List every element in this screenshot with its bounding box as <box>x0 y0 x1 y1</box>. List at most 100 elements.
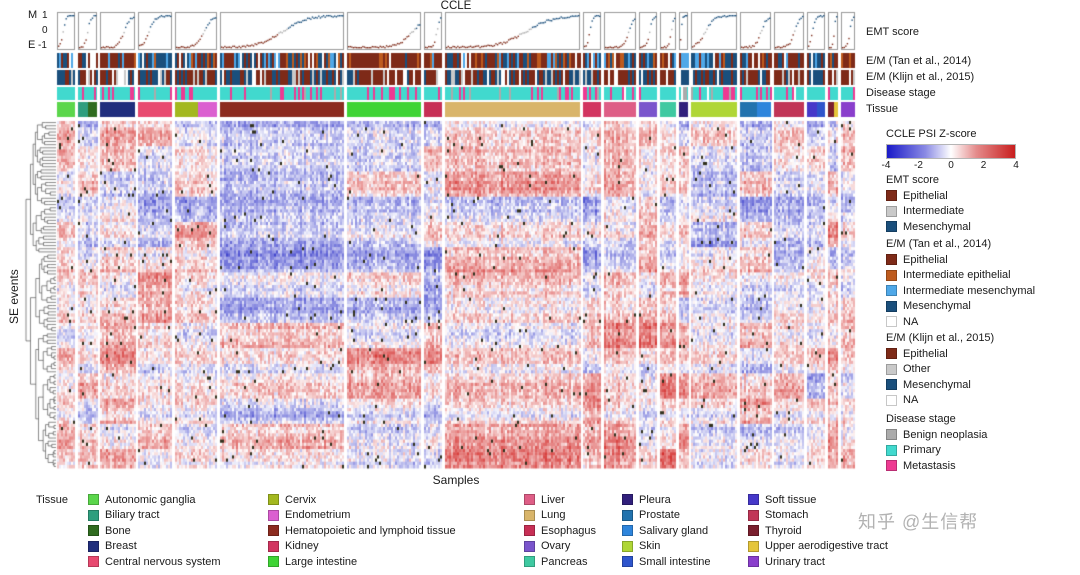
legend-item: Mesenchymal <box>886 377 994 393</box>
legend-swatch <box>886 316 897 328</box>
legend-item-label: Epithelial <box>903 347 948 360</box>
legend-swatch <box>88 556 99 568</box>
legend-item-label: Esophagus <box>541 524 597 537</box>
legend-item-label: Epithelial <box>903 189 948 202</box>
legend-item-label: Metastasis <box>903 459 956 472</box>
legend-swatch <box>748 556 759 568</box>
legend-swatch <box>524 540 535 552</box>
legend-item-label: Bone <box>105 524 131 537</box>
legend-swatch <box>886 300 897 312</box>
legend-item-label: Epithelial <box>903 253 948 266</box>
legend-item: Large intestine <box>268 554 456 570</box>
legend-item-label: Large intestine <box>285 555 358 568</box>
legend-item-label: Mesenchymal <box>903 220 971 233</box>
legend-item: Cervix <box>268 492 456 508</box>
legend-swatch <box>622 494 633 506</box>
legend-item: Urinary tract <box>748 554 888 570</box>
legend-item-label: Intermediate <box>903 205 965 218</box>
legend-item-label: Kidney <box>285 540 319 553</box>
legend-swatch <box>88 525 99 537</box>
legend-item-label: Small intestine <box>639 555 711 568</box>
legend-item-label: Pancreas <box>541 555 588 568</box>
legend-swatch <box>524 509 535 521</box>
legend-swatch <box>886 254 897 266</box>
legend-item-label: Skin <box>639 540 661 553</box>
legend-item: Benign neoplasia <box>886 427 987 443</box>
watermark: 知乎 @生信帮 <box>858 512 979 532</box>
legend-swatch <box>886 460 897 472</box>
track-label-em-klijn: E/M (Klijn et al., 2015) <box>866 71 975 83</box>
legend-item: Autonomic ganglia <box>88 492 221 508</box>
legend-swatch <box>268 525 279 537</box>
emt-axis-tick-1: 1 <box>42 10 48 21</box>
legend-item: Central nervous system <box>88 554 221 570</box>
legend-swatch <box>886 269 897 281</box>
legend-swatch <box>88 509 99 521</box>
legend-item-label: Stomach <box>765 509 809 522</box>
legend-item-label: Ovary <box>541 540 571 553</box>
legend-item-label: Endometrium <box>285 509 351 522</box>
legend-item-label: Salivary gland <box>639 524 709 537</box>
colorbar-tick: 0 <box>948 160 954 171</box>
legend-item: Primary <box>886 443 987 459</box>
legend-title: E/M (Tan et al., 2014) <box>886 238 992 250</box>
legend-swatch <box>886 348 897 360</box>
legend-item-label: Central nervous system <box>105 555 221 568</box>
legend-item: Epithelial <box>886 346 994 362</box>
legend-item: Other <box>886 362 994 378</box>
legend-swatch <box>886 285 897 297</box>
tissue-legend-title: Tissue <box>36 494 68 506</box>
legend-swatch <box>886 429 897 441</box>
legend-swatch <box>748 540 759 552</box>
legend-item: Thyroid <box>748 523 888 539</box>
legend-item: Soft tissue <box>748 492 888 508</box>
legend-swatch <box>886 363 897 375</box>
legend-item-label: Urinary tract <box>765 555 825 568</box>
legend-item: Epithelial <box>886 188 971 204</box>
legend-item: Stomach <box>748 508 888 524</box>
legend-title: Disease stage <box>886 413 956 425</box>
legend-item: Prostate <box>622 508 711 524</box>
legend-item-label: Hematopoietic and lymphoid tissue <box>285 524 456 537</box>
legend-item-label: Biliary tract <box>105 509 160 522</box>
legend-item: Upper aerodigestive tract <box>748 539 888 555</box>
legend-swatch <box>268 494 279 506</box>
legend-item: Pleura <box>622 492 711 508</box>
legend-swatch <box>88 540 99 552</box>
legend-item-label: Soft tissue <box>765 493 817 506</box>
legend-item-label: Prostate <box>639 509 680 522</box>
legend-item-label: Breast <box>105 540 137 553</box>
legend-item-label: Cervix <box>285 493 317 506</box>
legend-swatch <box>886 444 897 456</box>
legend-item: Intermediate epithelial <box>886 268 1035 284</box>
legend-swatch <box>622 556 633 568</box>
track-label-em-tan: E/M (Tan et al., 2014) <box>866 55 972 67</box>
legend-item-label: Autonomic ganglia <box>105 493 196 506</box>
legend-swatch <box>886 379 897 391</box>
legend-item-label: Intermediate epithelial <box>903 269 1011 282</box>
legend-swatch <box>886 394 897 406</box>
legend-title: E/M (Klijn et al., 2015) <box>886 332 995 344</box>
legend-item: Skin <box>622 539 711 555</box>
legend-item-label: Other <box>903 363 931 376</box>
legend-item: Hematopoietic and lymphoid tissue <box>268 523 456 539</box>
legend-item: Esophagus <box>524 523 596 539</box>
legend-item: NA <box>886 314 1035 330</box>
legend-item-label: Liver <box>541 493 565 506</box>
emt-axis-tick-neg1: -1 <box>38 40 47 51</box>
legend-swatch <box>886 221 897 233</box>
colorbar-tick: 4 <box>1013 160 1019 171</box>
colorbar-gradient <box>886 144 1016 159</box>
colorbar-tick: -4 <box>881 160 891 171</box>
legend-item: Lung <box>524 508 596 524</box>
legend-item: Intermediate mesenchymal <box>886 283 1035 299</box>
legend-swatch <box>622 509 633 521</box>
legend-item: Kidney <box>268 539 456 555</box>
legend-item: Liver <box>524 492 596 508</box>
